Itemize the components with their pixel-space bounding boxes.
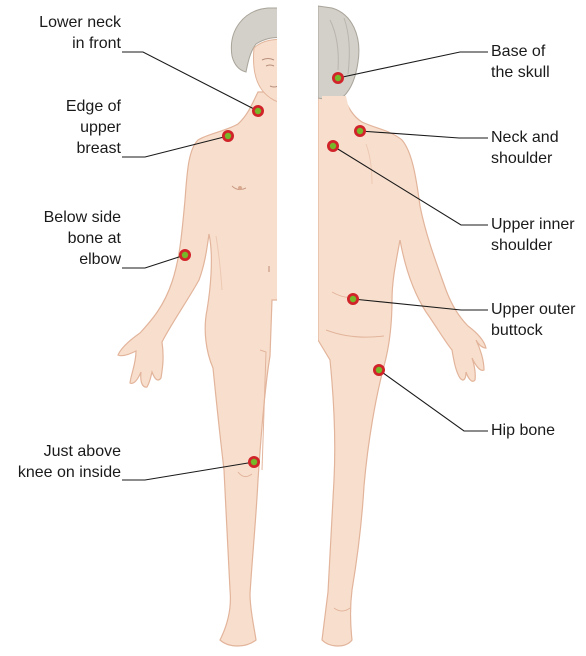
label-line: in front bbox=[39, 33, 121, 54]
front-view-figure bbox=[118, 8, 290, 646]
label-line: shoulder bbox=[491, 235, 575, 256]
back-view-figure bbox=[318, 6, 486, 646]
marker-lower-neck bbox=[252, 105, 264, 117]
marker-elbow bbox=[179, 249, 191, 261]
label-neck-shoulder: Neck and shoulder bbox=[491, 127, 559, 169]
label-line: the skull bbox=[491, 62, 550, 83]
back-body-silhouette bbox=[318, 92, 486, 646]
marker-knee bbox=[248, 456, 260, 468]
label-line: elbow bbox=[44, 249, 121, 270]
label-line: Lower neck bbox=[39, 12, 121, 33]
leader-elbow bbox=[122, 255, 185, 268]
label-inner-shoulder: Upper inner shoulder bbox=[491, 214, 575, 256]
label-line: Upper outer bbox=[491, 299, 576, 320]
label-line: bone at bbox=[44, 228, 121, 249]
marker-neck-shoulder bbox=[354, 125, 366, 137]
label-buttock: Upper outer buttock bbox=[491, 299, 576, 341]
label-line: upper bbox=[66, 117, 121, 138]
label-line: Base of bbox=[491, 41, 550, 62]
marker-skull bbox=[332, 72, 344, 84]
label-line: buttock bbox=[491, 320, 576, 341]
label-line: Just above bbox=[18, 441, 121, 462]
label-skull: Base of the skull bbox=[491, 41, 550, 83]
label-line: Below side bbox=[44, 207, 121, 228]
label-line: Neck and bbox=[491, 127, 559, 148]
label-line: shoulder bbox=[491, 148, 559, 169]
label-lower-neck: Lower neck in front bbox=[39, 12, 121, 54]
label-line: Upper inner bbox=[491, 214, 575, 235]
leader-skull bbox=[338, 52, 488, 78]
label-upper-breast: Edge of upper breast bbox=[66, 96, 121, 159]
label-line: Hip bone bbox=[491, 420, 555, 441]
marker-inner-shoulder bbox=[327, 140, 339, 152]
marker-hip bbox=[373, 364, 385, 376]
label-line: Edge of bbox=[66, 96, 121, 117]
front-body-silhouette bbox=[118, 92, 290, 646]
label-line: breast bbox=[66, 138, 121, 159]
label-line: knee on inside bbox=[18, 462, 121, 483]
marker-upper-breast bbox=[222, 130, 234, 142]
label-knee: Just above knee on inside bbox=[18, 441, 121, 483]
label-elbow: Below side bone at elbow bbox=[44, 207, 121, 270]
label-hip: Hip bone bbox=[491, 420, 555, 441]
marker-buttock bbox=[347, 293, 359, 305]
